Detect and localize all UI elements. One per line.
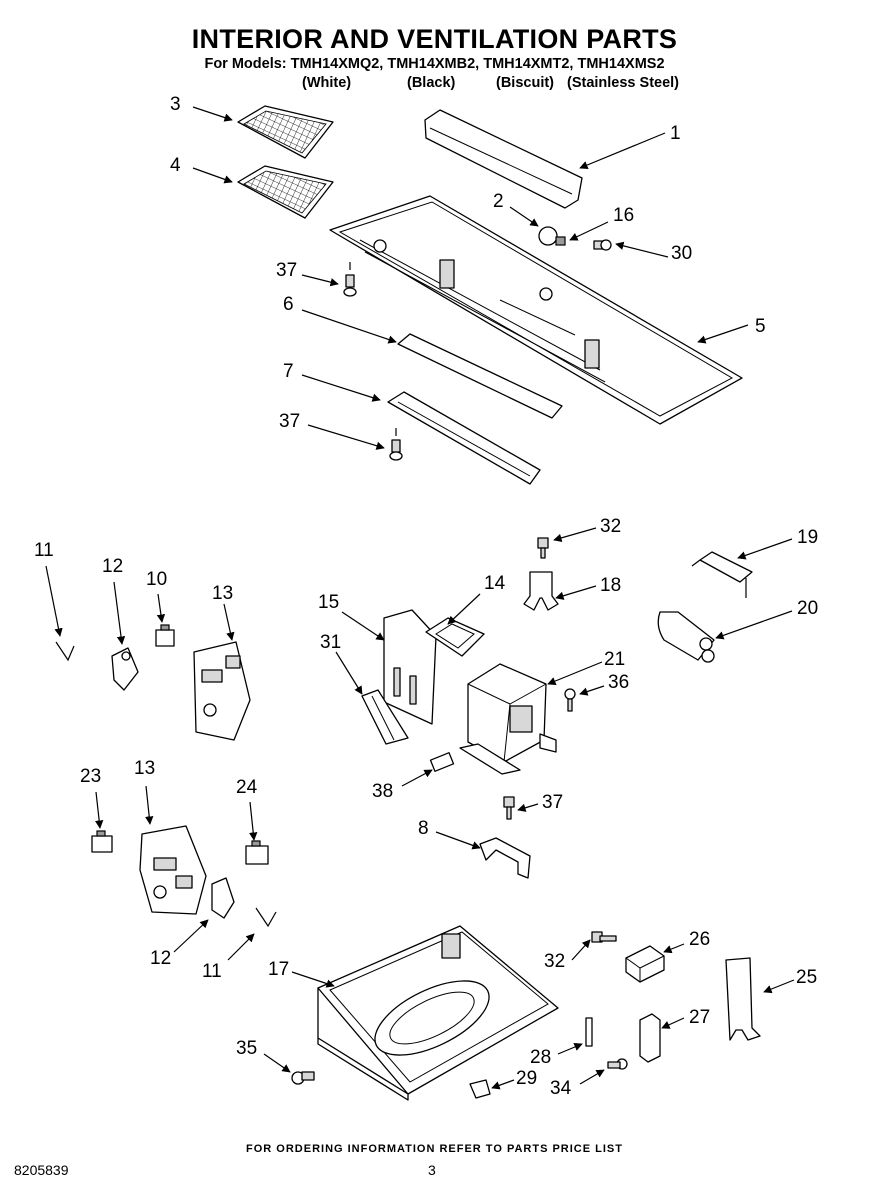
callout-37-mid: 37 bbox=[279, 411, 300, 432]
color-label-biscuit: (Biscuit) bbox=[496, 75, 554, 91]
bracket-27 bbox=[639, 1013, 661, 1063]
spring-left bbox=[55, 641, 75, 662]
hv-transformer bbox=[459, 663, 557, 775]
bracket-25 bbox=[725, 957, 761, 1041]
document-number: 8205839 bbox=[14, 1162, 69, 1178]
light-lens bbox=[424, 109, 583, 209]
grease-filter-upper bbox=[237, 105, 334, 159]
callout-1: 1 bbox=[670, 123, 681, 144]
callout-numbers: 1 2 3 4 16 30 37 6 5 7 37 32 19 11 12 10… bbox=[34, 94, 818, 1099]
capacitor-bracket bbox=[523, 571, 559, 611]
callout-11-bottom: 11 bbox=[202, 961, 222, 982]
callout-30: 30 bbox=[671, 243, 692, 264]
callout-5: 5 bbox=[755, 316, 766, 337]
callout-29: 29 bbox=[516, 1068, 537, 1089]
callout-11-top: 11 bbox=[34, 540, 54, 561]
callout-32-bottom: 32 bbox=[544, 951, 565, 972]
callout-12-top: 12 bbox=[102, 556, 123, 577]
hv-capacitor bbox=[657, 611, 715, 663]
screw-37-lower bbox=[503, 796, 515, 820]
screw-35 bbox=[291, 1071, 315, 1085]
callout-17: 17 bbox=[268, 959, 289, 980]
callout-31: 31 bbox=[320, 632, 341, 653]
leader-lines bbox=[45, 106, 795, 1090]
spring-right bbox=[255, 907, 277, 928]
callout-13-bottom: 13 bbox=[134, 758, 155, 779]
shield-plate bbox=[383, 609, 437, 725]
callout-19: 19 bbox=[797, 527, 818, 548]
fuse-holder bbox=[425, 617, 485, 657]
screw-30 bbox=[593, 239, 612, 251]
callout-32-top: 32 bbox=[600, 516, 621, 537]
vent-grille bbox=[387, 391, 541, 485]
screw-37-top bbox=[343, 262, 357, 297]
callout-25: 25 bbox=[796, 967, 817, 988]
callout-10: 10 bbox=[146, 569, 167, 590]
page-number: 3 bbox=[428, 1162, 436, 1178]
hv-diode bbox=[691, 551, 753, 598]
callout-6: 6 bbox=[283, 294, 294, 315]
screw-37-mid bbox=[389, 428, 403, 461]
foam-strip bbox=[397, 333, 563, 419]
thermal-cutout bbox=[429, 752, 455, 772]
callout-8: 8 bbox=[418, 818, 429, 839]
latch-bracket-lower bbox=[139, 825, 207, 915]
callout-13-top: 13 bbox=[212, 583, 233, 604]
callout-34: 34 bbox=[550, 1078, 572, 1099]
door-switch-actuator-left bbox=[111, 647, 139, 691]
screw-36 bbox=[564, 688, 576, 712]
color-label-black: (Black) bbox=[407, 75, 456, 91]
callout-20: 20 bbox=[797, 598, 818, 619]
callout-3: 3 bbox=[170, 94, 181, 115]
light-bulb bbox=[538, 226, 566, 246]
ordering-note: FOR ORDERING INFORMATION REFER TO PARTS … bbox=[246, 1143, 623, 1155]
clip-29 bbox=[469, 1079, 491, 1099]
fuse-28 bbox=[585, 1017, 593, 1047]
callout-23: 23 bbox=[80, 766, 101, 787]
switch-10 bbox=[155, 624, 175, 647]
callout-36: 36 bbox=[608, 672, 629, 693]
callout-24: 24 bbox=[236, 777, 258, 798]
door-switch-actuator-right bbox=[211, 877, 235, 919]
callout-18: 18 bbox=[600, 575, 621, 596]
callout-26: 26 bbox=[689, 929, 710, 950]
screw-32-lower bbox=[591, 931, 617, 943]
callout-15: 15 bbox=[318, 592, 339, 613]
callout-4: 4 bbox=[170, 155, 181, 176]
grease-filter-lower bbox=[237, 165, 334, 219]
models-line: For Models: TMH14XMQ2, TMH14XMB2, TMH14X… bbox=[204, 56, 665, 72]
screw-34 bbox=[607, 1058, 628, 1070]
callout-7: 7 bbox=[283, 361, 294, 382]
cavity-base-plate bbox=[317, 925, 559, 1101]
callout-28: 28 bbox=[530, 1047, 551, 1068]
page-title: INTERIOR AND VENTILATION PARTS bbox=[191, 24, 678, 54]
callout-21: 21 bbox=[604, 649, 625, 670]
switch-23 bbox=[91, 830, 113, 853]
latch-bracket-upper bbox=[193, 641, 251, 741]
callout-14: 14 bbox=[484, 573, 506, 594]
terminal-block-26 bbox=[625, 945, 665, 983]
bracket-8 bbox=[479, 837, 531, 879]
callout-37-top: 37 bbox=[276, 260, 297, 281]
color-label-white: (White) bbox=[302, 75, 352, 91]
switch-24 bbox=[245, 840, 269, 865]
callout-16: 16 bbox=[613, 205, 634, 226]
callout-12-bottom: 12 bbox=[150, 948, 171, 969]
callout-2: 2 bbox=[493, 191, 504, 212]
callout-38: 38 bbox=[372, 781, 393, 802]
screw-32-top bbox=[537, 537, 549, 559]
color-label-stainless: (Stainless Steel) bbox=[567, 75, 680, 91]
callout-35: 35 bbox=[236, 1038, 257, 1059]
vent-bottom-panel bbox=[329, 195, 743, 425]
callout-27: 27 bbox=[689, 1007, 710, 1028]
insulator-31 bbox=[361, 689, 409, 745]
callout-37-lower: 37 bbox=[542, 792, 563, 813]
